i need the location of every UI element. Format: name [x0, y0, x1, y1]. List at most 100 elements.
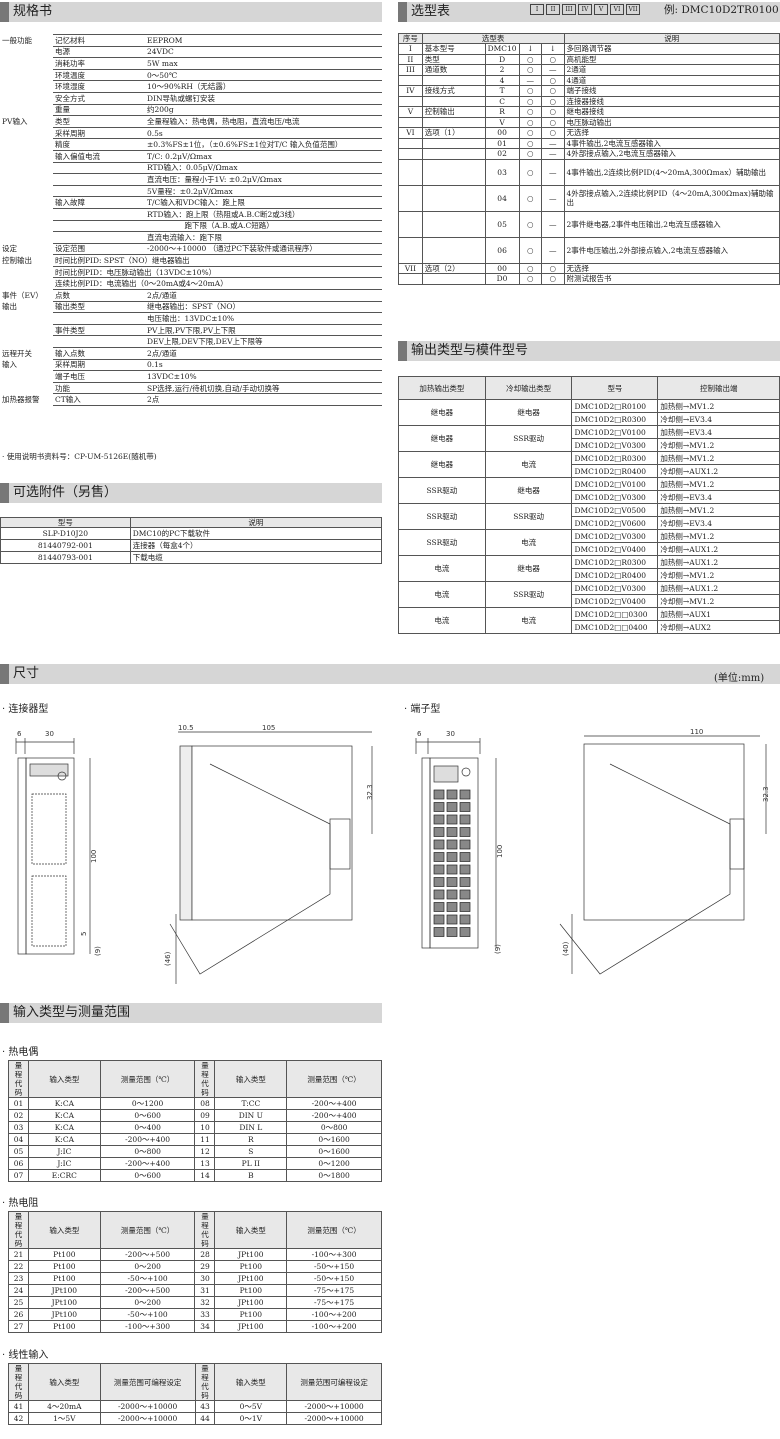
- spec-value: 2点: [145, 393, 382, 406]
- select-cell: [421, 236, 486, 264]
- select-cell: [398, 210, 423, 238]
- spec-value: DIN导轨或螺钉安装: [145, 91, 382, 105]
- range-cell: 24: [8, 1284, 29, 1297]
- select-cell: ○: [518, 116, 543, 128]
- dim-32-3-connector: 32.3: [366, 784, 374, 800]
- terminal-screw: [459, 914, 471, 925]
- spec-row: 电压输出：13VDC±10%: [0, 312, 382, 325]
- accessory-model: SLP-D10J20: [0, 527, 131, 540]
- range-cell: 21: [8, 1248, 29, 1261]
- section-header-input: 输入类型与测量范围: [0, 1003, 382, 1023]
- control-port: 加热侧→AUX1.2: [657, 555, 780, 569]
- section-header-output: 输出类型与模件型号: [398, 341, 780, 361]
- range-cell: 27: [8, 1320, 29, 1333]
- spec-item: 输入点数: [53, 347, 145, 360]
- spec-value: 电压输出：13VDC±10%: [145, 312, 382, 325]
- range-cell: -200～+400: [99, 1157, 196, 1170]
- spec-category: 加热器报警: [2, 395, 40, 405]
- range-cell: -50～+100: [99, 1308, 196, 1321]
- select-cell: 2: [484, 64, 520, 76]
- model-code: DMC10D2□V0400: [571, 542, 659, 556]
- select-cell: 06: [484, 236, 520, 264]
- spec-category: 一般功能: [2, 35, 32, 45]
- range-header: 测量范围可编程设定: [99, 1363, 196, 1401]
- spec-category: PV输入: [2, 116, 28, 126]
- range-cell: J:IC: [27, 1145, 101, 1158]
- model-code: DMC10D2□V0300: [571, 581, 659, 595]
- control-port: 冷却侧→EV3.4: [657, 412, 780, 426]
- range-cell: 0～800: [99, 1145, 196, 1158]
- range-cell: Pt100: [27, 1272, 101, 1285]
- terminal-dimension-drawing: 6 30 100 (9) 110 32.3 (40): [415, 728, 770, 975]
- section-header-accessories: 可选附件（另售）: [0, 483, 382, 503]
- spec-item: [53, 312, 145, 325]
- range-cell: K:CA: [27, 1109, 101, 1122]
- spec-category: [0, 197, 53, 209]
- unit-label: (单位:mm): [714, 673, 765, 684]
- range-cell: 25: [8, 1296, 29, 1309]
- terminal-screw: [459, 902, 471, 912]
- model-code: DMC10D2□R0100: [571, 399, 659, 413]
- spec-category: [0, 92, 53, 104]
- model-code: DMC10D2□V0300: [571, 490, 659, 504]
- select-cell: 4外部接点输入,2电流互感器输入: [563, 148, 780, 160]
- dim-9-connector: (9): [94, 946, 102, 956]
- range-cell: -200～+400: [286, 1097, 382, 1110]
- select-cell: ○: [518, 95, 543, 107]
- terminal-type-label: · 端子型: [404, 704, 441, 715]
- terminal-screw: [446, 889, 458, 900]
- select-cell: 2通道: [563, 64, 780, 76]
- select-cell: [398, 74, 423, 86]
- spec-item: 事件类型: [53, 323, 145, 337]
- range-cell: Pt100: [214, 1284, 288, 1297]
- range-cell: -75～+175: [286, 1284, 382, 1297]
- select-cell: 控制输出: [421, 106, 486, 118]
- terminal-screw: [459, 814, 471, 825]
- range-cell: Pt100: [214, 1260, 288, 1273]
- spec-item: 环境温度: [53, 68, 145, 82]
- select-cell: ○: [518, 127, 543, 139]
- spec-item: 采样周期: [53, 358, 145, 372]
- range-cell: 0～5V: [214, 1400, 288, 1413]
- sel-header-table: 选型表: [421, 33, 565, 44]
- spec-category: [0, 371, 53, 383]
- range-cell: 29: [194, 1260, 216, 1273]
- tc-label: · 热电偶: [2, 1047, 39, 1058]
- select-cell: ○: [518, 158, 543, 186]
- spec-item: [53, 219, 145, 233]
- range-cell: Pt100: [27, 1248, 101, 1261]
- spec-value: ±0.3%FS±1位，（±0.6%FS±1位对T/C 输入负值范围）: [145, 138, 382, 151]
- spec-category: [0, 208, 53, 220]
- range-header: 测量范围（℃）: [286, 1060, 382, 1098]
- range-cell: 0～1V: [214, 1412, 288, 1425]
- select-cell: 4通道: [563, 74, 780, 86]
- range-cell: 05: [8, 1145, 29, 1158]
- select-cell: 电压脉动输出: [563, 116, 780, 128]
- select-cell: ○: [541, 95, 565, 107]
- select-cell: IV: [398, 85, 423, 97]
- model-code: DMC10D2□V0300: [571, 438, 659, 452]
- select-cell: [421, 158, 486, 186]
- range-header: 输入类型: [214, 1060, 288, 1098]
- spec-value: 直流电压：量程小于1V: ±0.2μV/Ωmax: [145, 173, 382, 186]
- sel-header-desc: 说明: [563, 33, 780, 44]
- spec-row: 5V量程：±0.2μV/Ωmax: [0, 184, 382, 198]
- select-cell: DMC10: [484, 43, 520, 55]
- spec-item: [53, 231, 145, 244]
- select-row: C○○连接器接线: [398, 95, 780, 107]
- select-cell: 继电器接线: [563, 106, 780, 118]
- select-cell: [398, 116, 423, 128]
- range-cell: 08: [194, 1097, 216, 1110]
- select-cell: —: [541, 210, 565, 238]
- acc-header-desc: 说明: [129, 517, 383, 528]
